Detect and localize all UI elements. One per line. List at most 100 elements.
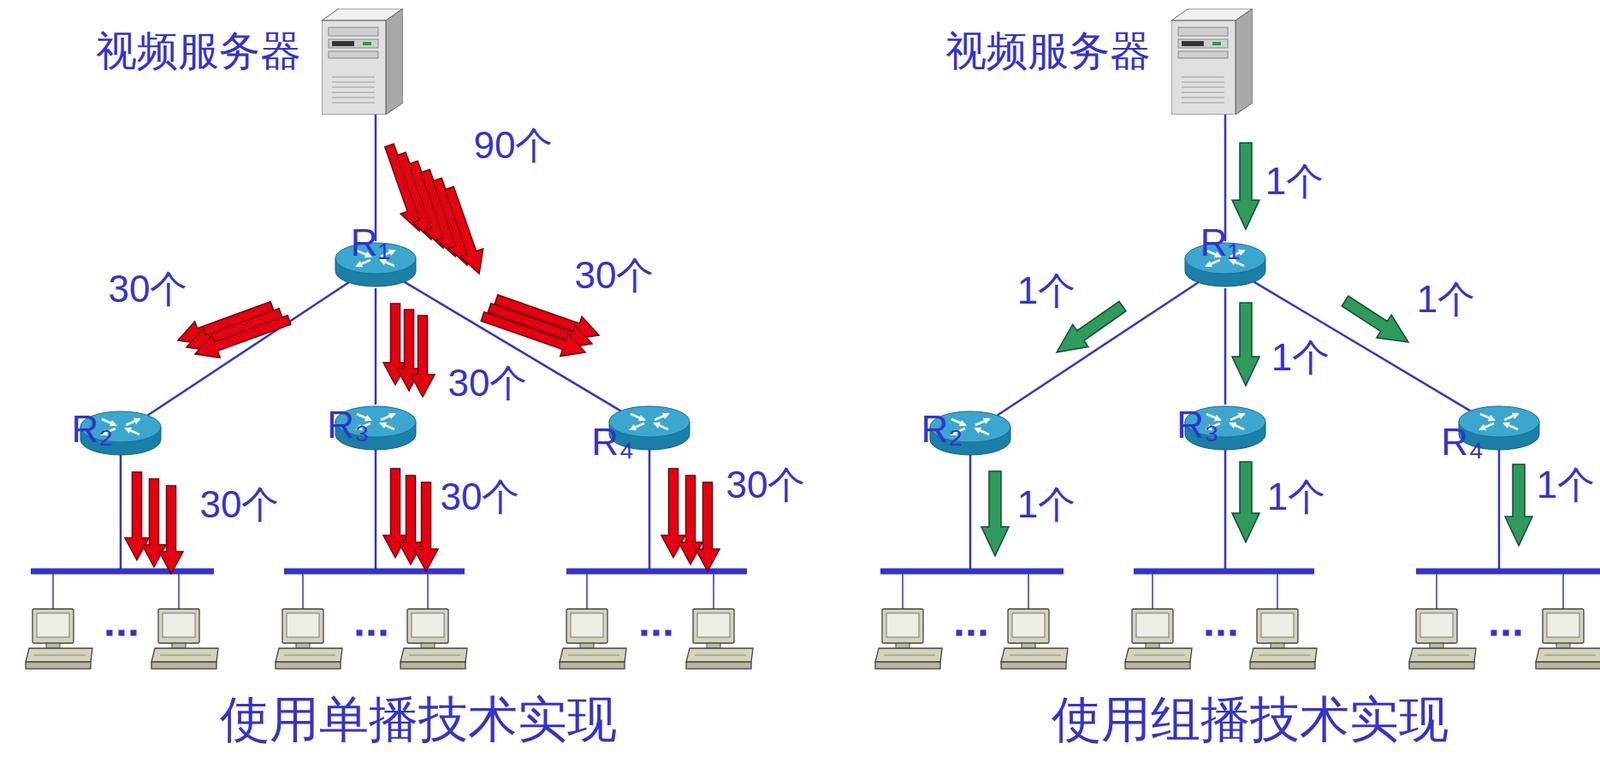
ellipsis-dot	[1491, 630, 1498, 637]
count-label: 1个	[1014, 270, 1079, 312]
count-label: 30个	[197, 484, 283, 526]
drive-bay	[1178, 39, 1228, 48]
router-label: R₁	[350, 221, 392, 263]
keyboard-keys	[1133, 655, 1186, 657]
count-label: 1个	[1014, 484, 1079, 526]
drive-bay	[1178, 27, 1228, 36]
router-label: R₄	[591, 420, 635, 463]
multicast-arrow	[1232, 142, 1260, 230]
keyboard	[1001, 648, 1068, 663]
computer-icon	[686, 609, 753, 670]
ellipsis-dot	[641, 630, 648, 637]
count-label: 1个	[1414, 278, 1478, 320]
lan-bus	[1133, 568, 1315, 575]
router-label: R₂	[921, 408, 964, 450]
keyboard-keys	[883, 655, 936, 657]
unicast-arrow	[414, 482, 439, 572]
count-label: 1个	[1534, 464, 1598, 506]
lan-segment	[875, 433, 1068, 670]
keyboard	[1250, 648, 1317, 663]
monitor-stand	[1429, 643, 1444, 649]
count-label: 90个	[471, 124, 557, 166]
unicast-arrow	[410, 315, 435, 398]
screen	[570, 613, 604, 638]
router-arrow-head	[652, 422, 661, 429]
host-drop-line	[302, 571, 304, 610]
router: R₃	[1184, 404, 1267, 452]
count-label: 1个	[1262, 160, 1327, 202]
monitor	[1416, 609, 1458, 644]
router-arrow-head	[1238, 413, 1246, 420]
keyboard-base	[1001, 662, 1067, 670]
router-arrow-head	[662, 413, 670, 420]
keyboard	[1409, 648, 1476, 663]
monitor-stand	[1021, 643, 1036, 649]
screen	[286, 613, 320, 638]
keyboard-base	[151, 662, 217, 670]
router: R₁	[334, 241, 417, 289]
lan-bus	[284, 568, 465, 575]
host-drop-line	[1562, 571, 1565, 610]
screen	[411, 613, 445, 638]
lan-bus	[30, 568, 214, 575]
ellipsis-dot	[980, 630, 987, 637]
router-label: R₂	[71, 408, 114, 450]
drive-bay	[328, 27, 379, 36]
network-link	[1224, 288, 1227, 405]
router-arrow-head	[973, 427, 982, 434]
ellipsis-dot	[1503, 630, 1510, 637]
keyboard	[275, 648, 343, 663]
monitor-stand	[580, 643, 594, 649]
router-arrow-head	[638, 414, 646, 421]
computer-icon	[1125, 609, 1192, 670]
router-arrow-head	[388, 413, 397, 420]
keyboard-keys	[694, 655, 747, 657]
ellipsis-dot	[118, 630, 125, 637]
unicast-arrow	[195, 315, 291, 359]
keyboard	[25, 648, 93, 663]
router: R₃	[334, 404, 417, 452]
screen	[1420, 613, 1453, 638]
ellipsis-dot	[106, 630, 113, 637]
monitor	[407, 609, 449, 644]
keyboard-base	[686, 662, 752, 670]
multicast-arrow	[1505, 464, 1533, 546]
computer-icon	[1409, 609, 1476, 670]
vent-line	[331, 91, 375, 93]
router-label: R₄	[1440, 420, 1484, 463]
router-arrow-head	[1487, 414, 1496, 421]
router-arrow-head	[1511, 413, 1520, 420]
drive-slot	[1181, 41, 1204, 47]
vent-line	[1181, 96, 1225, 98]
server-front	[1171, 20, 1236, 115]
monitor-stand	[895, 643, 910, 649]
drive-slot	[331, 41, 355, 47]
monitor	[1256, 609, 1298, 644]
host-drop-line	[1151, 571, 1154, 610]
keyboard	[1535, 648, 1600, 663]
ellipsis-dot	[665, 630, 672, 637]
multicast-arrow	[1232, 302, 1260, 386]
host-drop-line	[586, 571, 588, 610]
monitor-stand	[420, 643, 435, 649]
keyboard-keys	[1258, 655, 1310, 657]
keyboard-base	[1250, 662, 1316, 670]
screen	[36, 613, 70, 638]
keyboard-base	[875, 662, 941, 670]
host-drop-line	[1276, 571, 1279, 610]
lan-segment	[275, 428, 468, 670]
vent-line	[1181, 91, 1225, 93]
ellipsis-dot	[956, 630, 963, 637]
keyboard-base	[1535, 662, 1600, 670]
router-label: R₁	[1200, 221, 1241, 263]
keyboard-keys	[1417, 655, 1470, 657]
status-led	[1212, 41, 1221, 46]
computer-icon	[1001, 609, 1068, 670]
keyboard-keys	[1009, 655, 1061, 657]
monitor	[693, 609, 735, 644]
